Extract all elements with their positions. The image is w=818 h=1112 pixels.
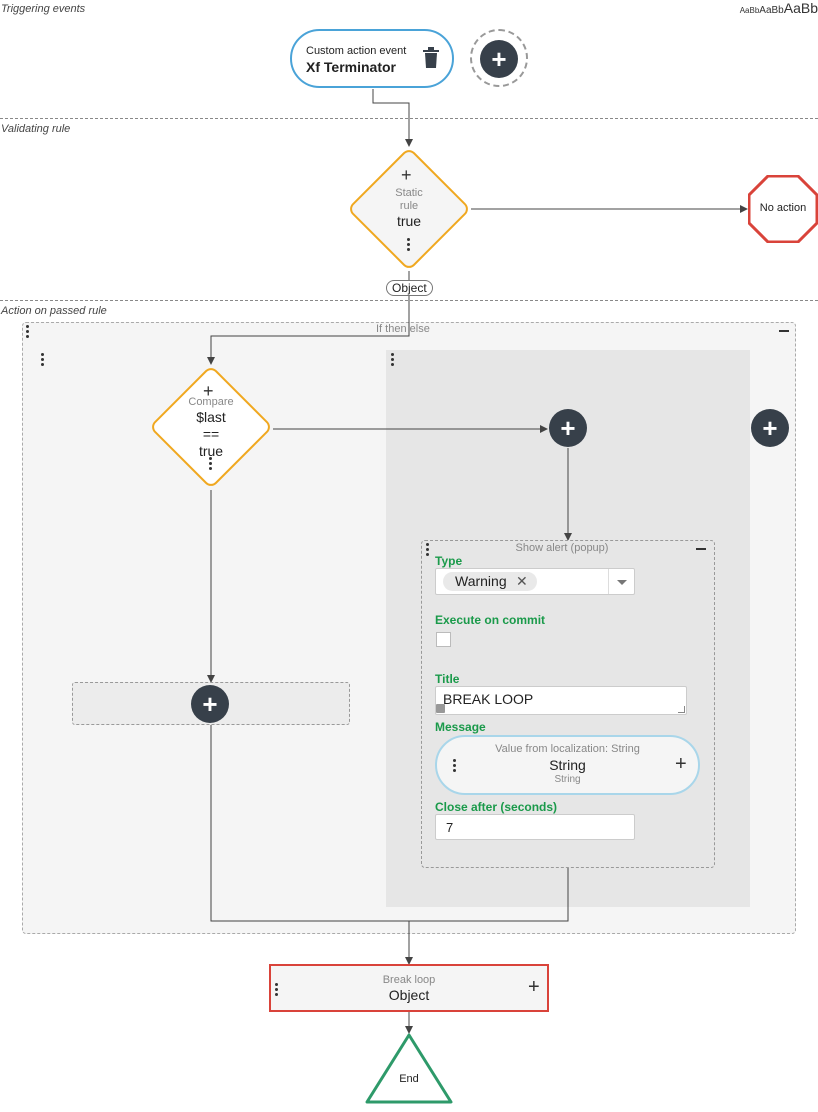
select-divider xyxy=(608,569,609,594)
type-label: Type xyxy=(435,554,463,568)
message-type: String xyxy=(554,774,581,785)
object-pill[interactable]: Object xyxy=(386,280,433,296)
add-icon[interactable]: + xyxy=(203,381,214,401)
add-trigger-button[interactable]: + xyxy=(480,40,518,78)
resize-handle-icon[interactable] xyxy=(678,706,685,713)
message-label: Message xyxy=(435,720,486,734)
branch-true-menu-icon[interactable] xyxy=(41,353,45,368)
execute-on-commit-checkbox[interactable] xyxy=(436,632,451,647)
end-label: End xyxy=(399,1073,419,1085)
chevron-down-icon[interactable] xyxy=(617,580,627,585)
message-value: String xyxy=(549,757,586,773)
no-action-label: No action xyxy=(759,202,807,214)
break-loop-value: Object xyxy=(388,987,430,1003)
close-icon[interactable]: ✕ xyxy=(516,573,528,589)
add-true-action-button[interactable]: + xyxy=(191,685,229,723)
font-sample-xs[interactable]: AaBb xyxy=(739,6,760,15)
compare-expression: $last==true xyxy=(196,409,226,459)
add-else-action-button[interactable]: + xyxy=(549,409,587,447)
close-after-value: 7 xyxy=(446,820,454,835)
add-icon[interactable]: + xyxy=(401,165,412,185)
type-chip: Warning xyxy=(443,572,537,591)
message-menu-icon[interactable] xyxy=(453,759,457,774)
if-then-else-collapse-icon[interactable] xyxy=(779,330,789,332)
show-alert-collapse-icon[interactable] xyxy=(696,548,706,550)
close-after-input[interactable]: 7 xyxy=(435,814,635,840)
title-label: Title xyxy=(435,672,460,686)
close-after-label: Close after (seconds) xyxy=(435,800,558,814)
add-icon[interactable]: + xyxy=(675,753,687,775)
break-loop-node[interactable]: Break loop Object + xyxy=(269,964,549,1012)
section-label-action: Action on passed rule xyxy=(1,305,107,317)
message-value-node[interactable]: Value from localization: String String S… xyxy=(435,735,700,795)
show-alert-title: Show alert (popup) xyxy=(515,542,609,554)
title-input[interactable]: BREAK LOOP xyxy=(435,686,687,715)
static-rule-menu-icon[interactable] xyxy=(407,238,411,253)
font-sample-s[interactable]: AaBb xyxy=(759,5,784,16)
add-trigger-outline xyxy=(470,29,528,87)
if-then-else-title: If then else xyxy=(376,323,430,335)
compare-menu-icon[interactable] xyxy=(209,457,213,472)
trigger-event-node[interactable]: Custom action event Xf Terminator xyxy=(290,29,454,88)
no-action-node[interactable]: No action xyxy=(747,174,818,248)
end-node[interactable]: End xyxy=(365,1033,453,1110)
trigger-event-type: Custom action event xyxy=(306,45,407,57)
add-icon[interactable]: + xyxy=(528,976,540,998)
branch-else-menu-icon[interactable] xyxy=(391,353,395,368)
break-loop-label: Break loop xyxy=(382,974,436,986)
font-size-sample: AaBbAaBbAaBb xyxy=(740,0,818,18)
section-label-validating: Validating rule xyxy=(1,123,71,135)
break-loop-menu-icon[interactable] xyxy=(275,983,279,998)
if-then-else-menu-icon[interactable] xyxy=(26,325,30,340)
font-sample-m[interactable]: AaBb xyxy=(783,0,818,16)
add-branch-button[interactable]: + xyxy=(751,409,789,447)
localization-link-icon[interactable] xyxy=(436,704,445,713)
trash-icon[interactable] xyxy=(422,47,440,74)
type-select[interactable]: Warning ✕ xyxy=(435,568,635,595)
title-input-value: BREAK LOOP xyxy=(443,691,534,707)
execute-on-commit-label: Execute on commit xyxy=(435,613,546,627)
static-rule-value: true xyxy=(396,213,422,229)
compare-label: Compare xyxy=(188,396,234,408)
show-alert-menu-icon[interactable] xyxy=(426,543,430,558)
trigger-event-name: Xf Terminator xyxy=(306,59,396,75)
section-label-triggering: Triggering events xyxy=(1,3,86,15)
message-source-label: Value from localization: String xyxy=(495,743,640,755)
